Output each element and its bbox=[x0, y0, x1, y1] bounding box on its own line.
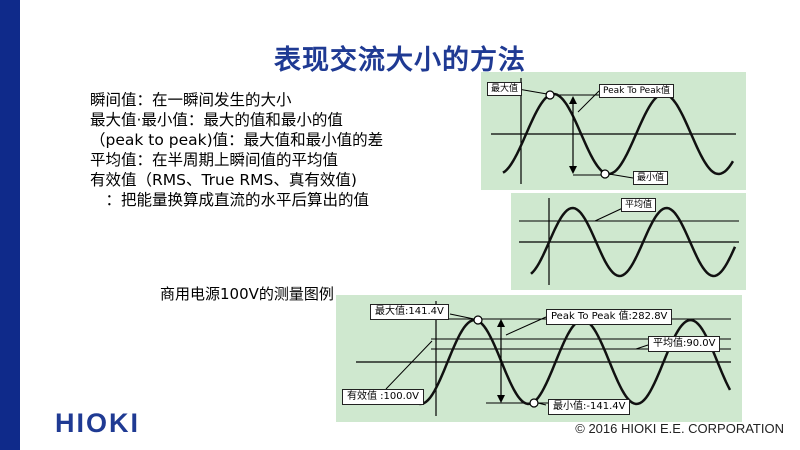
definition-item: ：把能量换算成直流的水平后算出的值 bbox=[90, 191, 370, 209]
hioki-logo: HIOKI bbox=[55, 408, 141, 438]
rms-value-label: 有效值 :100.0V bbox=[342, 389, 425, 405]
definition-item: （peak to peak)值：最大值和最小值的差 bbox=[90, 131, 384, 149]
sine-wave bbox=[502, 92, 735, 176]
sine-wave bbox=[530, 206, 737, 278]
left-accent-bar bbox=[0, 0, 20, 450]
average-value-label: 平均值:90.0V bbox=[648, 336, 721, 352]
waveform-panel-peak: 最大值 Peak To Peak值 最小值 bbox=[481, 72, 746, 190]
measurement-caption: 商用电源100V的测量图例 bbox=[160, 285, 334, 303]
definition-item: 平均值：在半周期上瞬间值的平均值 bbox=[90, 151, 339, 169]
sine-wave-diagram bbox=[519, 198, 739, 285]
slide-title: 表现交流大小的方法 bbox=[274, 45, 526, 76]
waveform-panel-average: 平均值 bbox=[511, 193, 746, 290]
definitions-list: 瞬间值：在一瞬间发生的大小 最大值·最小值：最大的值和最小的值 （peak to… bbox=[90, 90, 383, 210]
sine-wave bbox=[406, 318, 732, 406]
min-point-marker bbox=[529, 398, 539, 408]
max-point-marker bbox=[473, 315, 483, 325]
min-value-label: 最小值:-141.4V bbox=[548, 399, 631, 415]
definition-item: 最大值·最小值：最大的值和最小的值 bbox=[90, 111, 343, 129]
peak-to-peak-label: Peak To Peak 值:282.8V bbox=[546, 309, 673, 325]
definition-item: 有效值（RMS、True RMS、真有效值) bbox=[90, 171, 357, 189]
max-value-label: 最大值 bbox=[487, 82, 523, 96]
peak-to-peak-label: Peak To Peak值 bbox=[599, 84, 674, 98]
max-value-label: 最大值:141.4V bbox=[370, 304, 449, 320]
sine-wave-diagram bbox=[491, 78, 736, 184]
definition-item: 瞬间值：在一瞬间发生的大小 bbox=[90, 91, 292, 109]
average-value-label: 平均值 bbox=[621, 198, 657, 212]
copyright-notice: © 2016 HIOKI E.E. CORPORATION bbox=[575, 421, 784, 436]
min-point-marker bbox=[600, 169, 610, 179]
waveform-panel-100v-example: 最大值:141.4V Peak To Peak 值:282.8V 平均值:90.… bbox=[336, 295, 742, 422]
min-value-label: 最小值 bbox=[633, 171, 669, 185]
max-point-marker bbox=[545, 90, 555, 100]
